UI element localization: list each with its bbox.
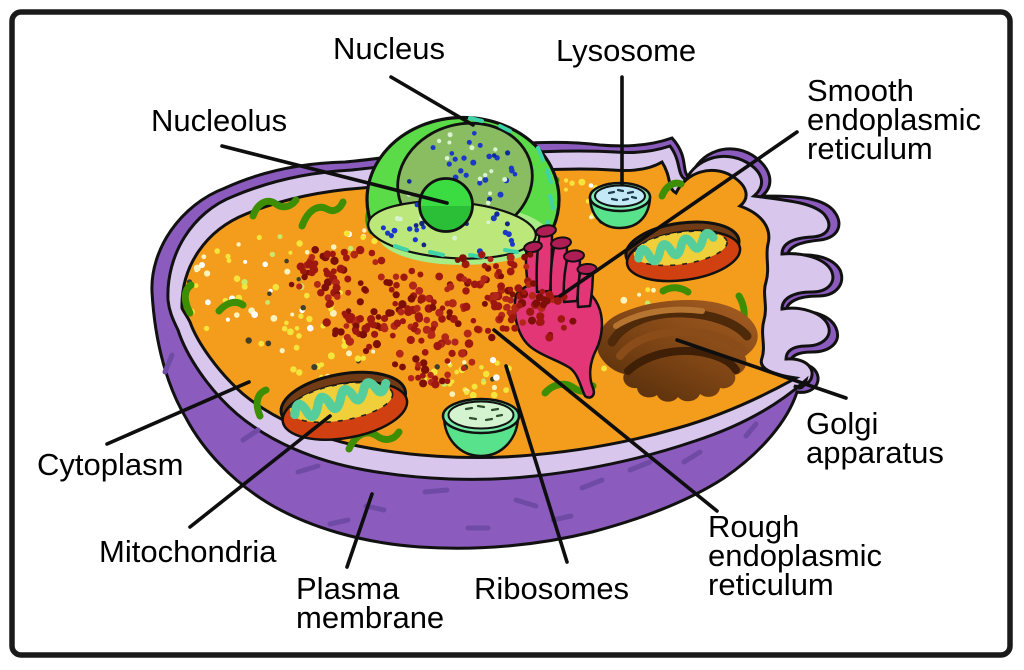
mitochondria-leader-line (188, 414, 332, 529)
leader-lines (105, 75, 848, 569)
green-squiggle (345, 428, 403, 453)
nucleus-leader-line (389, 75, 475, 127)
green-squiggle (659, 284, 692, 296)
rough-er-dots (288, 245, 577, 389)
smooth-er-shape (513, 224, 604, 399)
green-squiggle (249, 196, 300, 220)
nucleolus-shape (418, 177, 474, 233)
smooth-er-leader-line (558, 130, 799, 298)
vesicle-bowl (441, 397, 521, 458)
ribosomes-leader-line (504, 364, 569, 564)
plasma-membrane-leader-line (345, 492, 374, 569)
lysosome (588, 181, 652, 230)
mitochondrion-right (624, 220, 742, 283)
nucleolus-leader-line (220, 144, 449, 205)
green-squiggle (298, 198, 347, 230)
golgi-leader-line (675, 338, 848, 400)
rough-er-leader-line (492, 328, 719, 513)
golgi-apparatus (597, 300, 758, 402)
membrane-texture-dashes (162, 352, 759, 531)
green-squiggle (181, 281, 195, 317)
green-squiggle (253, 386, 270, 420)
nucleus-shape (365, 115, 561, 265)
mitochondrion-left (279, 370, 409, 441)
green-squiggle (658, 179, 685, 200)
cytoplasm-leader-line (105, 380, 251, 446)
green-squiggle (215, 298, 247, 315)
